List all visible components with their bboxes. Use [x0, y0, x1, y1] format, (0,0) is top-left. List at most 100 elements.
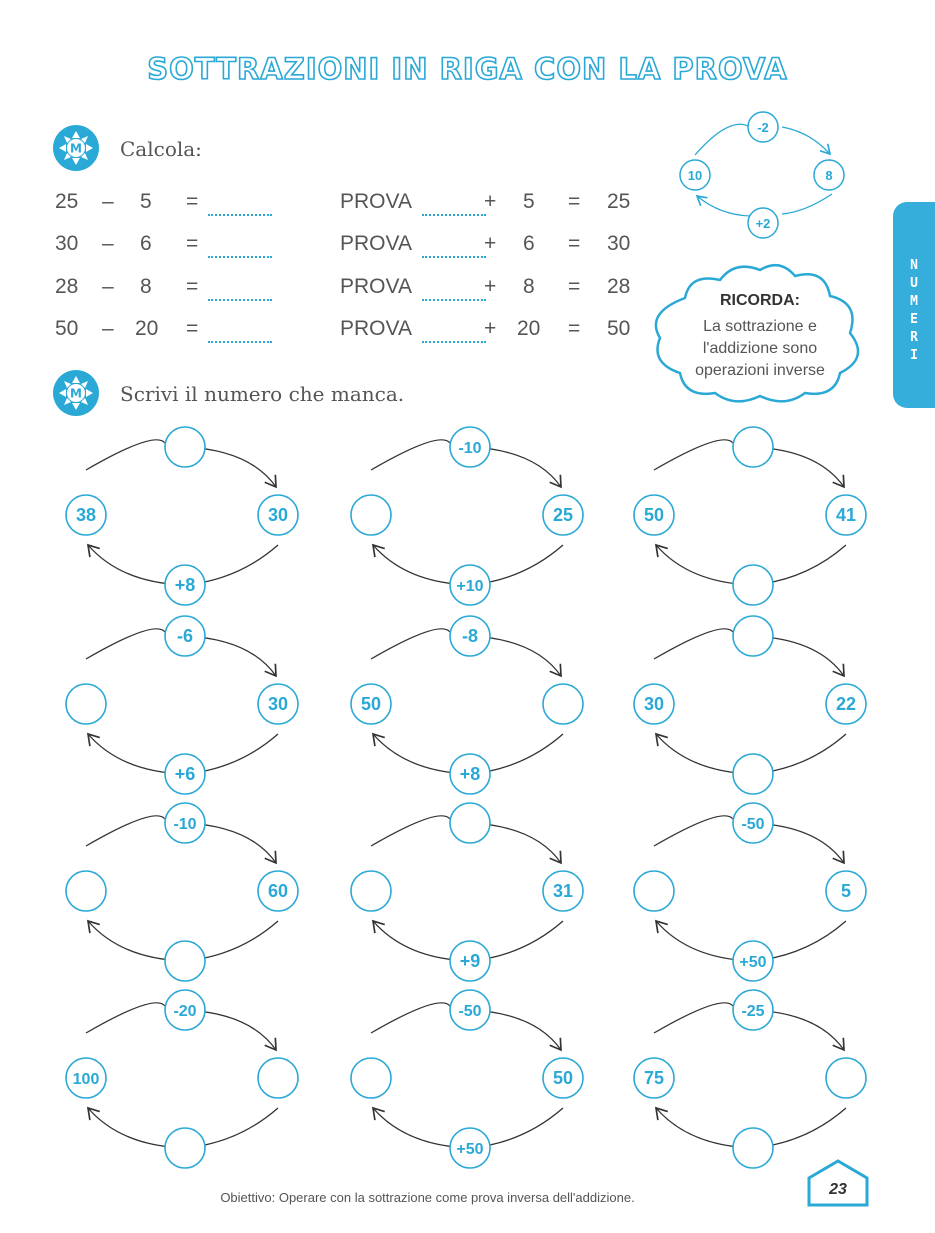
number-circle-right	[542, 870, 584, 912]
number-circle-right	[542, 494, 584, 536]
prova-equals: =	[568, 190, 581, 213]
arc-top	[85, 1002, 166, 1034]
ricorda-line: La sottrazione e	[703, 318, 817, 335]
svg-text:M: M	[70, 387, 82, 401]
example-diagram: -2 10 8 +2	[679, 111, 845, 239]
prova-blank[interactable]	[422, 299, 486, 301]
arc-top	[653, 815, 734, 847]
empty-circle-right[interactable]	[825, 1057, 867, 1099]
empty-circle-bottom[interactable]	[732, 564, 774, 606]
ricorda-line: operazioni inverse	[695, 362, 825, 379]
circle-value-top: -8	[462, 626, 478, 646]
ricorda-line: l'addizione sono	[702, 340, 818, 357]
empty-circle-left[interactable]	[633, 870, 675, 912]
number-circle-bottom	[449, 564, 491, 606]
number-circle-bottom	[449, 1127, 491, 1169]
empty-circle-bottom[interactable]	[164, 1127, 206, 1169]
number-circle-top	[164, 802, 206, 844]
number-circle-top	[732, 802, 774, 844]
circle-value-right: 22	[836, 694, 856, 714]
eq-subtrahend: 8	[140, 275, 152, 298]
number-circle-top	[449, 426, 491, 468]
circle-value-right: 30	[268, 694, 288, 714]
eq-minus: –	[102, 317, 114, 340]
instruction-calcola: Calcola:	[120, 137, 202, 161]
eq-minus: –	[102, 190, 114, 213]
page-number-house: 23	[807, 1159, 869, 1207]
number-circle-top	[732, 989, 774, 1031]
circle-value-right: 31	[553, 881, 573, 901]
eq-equals: =	[186, 190, 199, 213]
answer-blank[interactable]	[208, 341, 272, 343]
number-circle-left	[65, 494, 107, 536]
number-circle-right	[825, 683, 867, 725]
ricorda-cloud	[654, 263, 860, 403]
arc-top	[85, 628, 166, 660]
circle-value-right: 5	[841, 881, 851, 901]
empty-circle-left[interactable]	[350, 1057, 392, 1099]
empty-circle-left[interactable]	[350, 870, 392, 912]
arc-top	[653, 439, 734, 471]
eq-subtrahend: 20	[135, 317, 159, 340]
empty-circle-top[interactable]	[732, 426, 774, 468]
empty-circle-bottom[interactable]	[164, 940, 206, 982]
answer-blank[interactable]	[208, 299, 272, 301]
empty-circle-right[interactable]	[257, 1057, 299, 1099]
arc-top	[370, 1002, 451, 1034]
circle-value-left: 30	[644, 694, 664, 714]
circle-value-bottom: +8	[460, 764, 481, 784]
prova-blank[interactable]	[422, 214, 486, 216]
prova-plus: +	[484, 190, 497, 213]
number-circle-bottom	[449, 940, 491, 982]
empty-circle-bottom[interactable]	[732, 753, 774, 795]
circle-value-bottom: +8	[175, 575, 196, 595]
prova-plus: +	[484, 232, 497, 255]
prova-equals: =	[568, 232, 581, 255]
eq-minus: –	[102, 232, 114, 255]
eq-subtrahend: 5	[140, 190, 152, 213]
prova-result: 28	[607, 275, 631, 298]
empty-circle-left[interactable]	[65, 683, 107, 725]
answer-blank[interactable]	[208, 214, 272, 216]
empty-circle-left[interactable]	[65, 870, 107, 912]
example-left: 10	[688, 168, 702, 183]
number-circle-top	[449, 989, 491, 1031]
circle-value-top: -20	[173, 1003, 196, 1020]
number-circle-right	[825, 494, 867, 536]
empty-circle-left[interactable]	[350, 494, 392, 536]
prova-blank[interactable]	[422, 256, 486, 258]
number-circle-left	[633, 1057, 675, 1099]
prova-addend: 8	[523, 275, 535, 298]
eq-equals: =	[186, 275, 199, 298]
page-number: 23	[828, 1181, 847, 1198]
circle-value-top: -10	[458, 440, 481, 457]
prova-label: PROVA	[340, 275, 412, 298]
empty-circle-top[interactable]	[732, 615, 774, 657]
circle-value-bottom: +10	[456, 578, 483, 595]
answer-blank[interactable]	[208, 256, 272, 258]
prova-equals: =	[568, 275, 581, 298]
empty-circle-bottom[interactable]	[732, 1127, 774, 1169]
number-circle-right	[257, 494, 299, 536]
example-right: 8	[825, 168, 832, 183]
eq-equals: =	[186, 232, 199, 255]
arc-top	[85, 815, 166, 847]
footer-objective: Obiettivo: Operare con la sottrazione co…	[220, 1190, 635, 1205]
eq-minuend: 50	[55, 317, 79, 340]
circle-value-right: 25	[553, 505, 573, 525]
number-circle-left	[633, 494, 675, 536]
empty-circle-top[interactable]	[449, 802, 491, 844]
empty-circle-top[interactable]	[164, 426, 206, 468]
number-circle-left	[65, 1057, 107, 1099]
prova-plus: +	[484, 317, 497, 340]
eq-minuend: 28	[55, 275, 79, 298]
prova-blank[interactable]	[422, 341, 486, 343]
circle-value-top: -6	[177, 626, 193, 646]
circle-value-left: 50	[644, 505, 664, 525]
empty-circle-right[interactable]	[542, 683, 584, 725]
prova-result: 50	[607, 317, 631, 340]
number-circle-right	[542, 1057, 584, 1099]
